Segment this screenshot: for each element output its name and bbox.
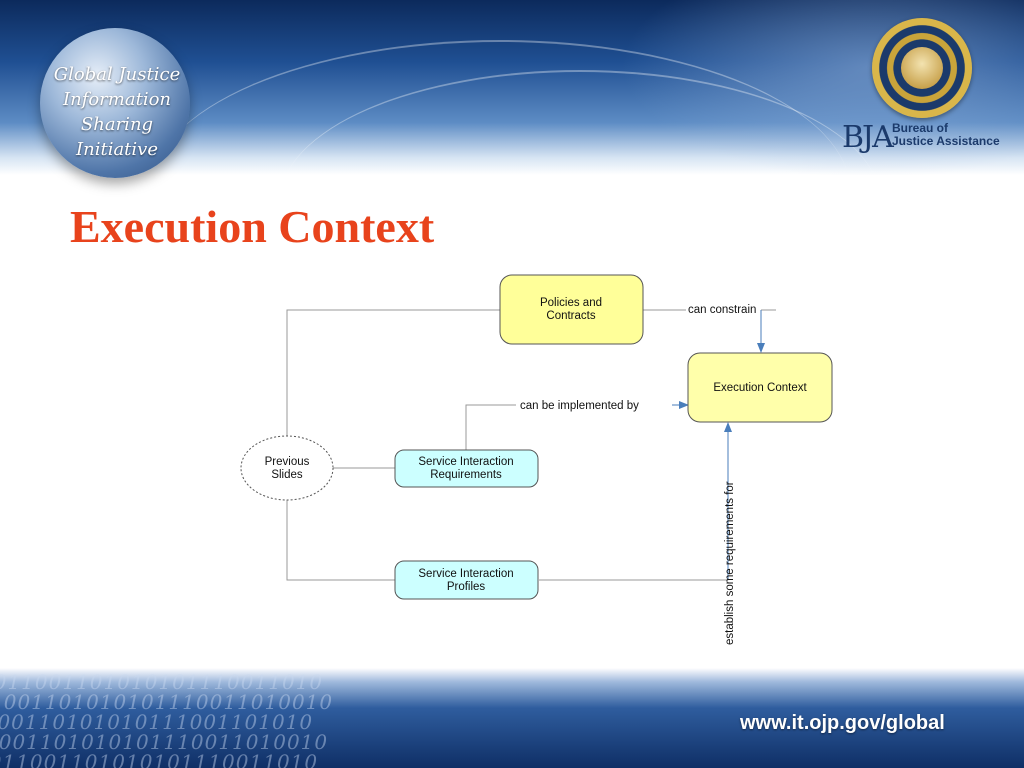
node-execution-context: Execution Context	[687, 352, 833, 423]
node-label: Previous	[265, 456, 310, 468]
node-label: Service Interaction	[418, 456, 513, 468]
node-label: Requirements	[430, 469, 502, 481]
node-label: Slides	[271, 469, 303, 481]
node-label: Service Interaction	[418, 568, 513, 580]
binary-decoration: 0100110101010111001101010	[0, 710, 314, 734]
bja-logo: BJA	[842, 120, 894, 155]
connector-previous-to-sip	[286, 500, 395, 581]
footer-banner: 1011001101010101110011010 10011010101011…	[0, 668, 1024, 768]
binary-decoration: 0001101010101110011010010	[0, 730, 329, 754]
node-service-interaction-profiles: Service Interaction Profiles	[394, 560, 539, 600]
connector-sir-to-label	[465, 404, 516, 450]
node-service-interaction-requirements: Service Interaction Requirements	[394, 449, 539, 488]
bja-name: Bureau of Justice Assistance	[892, 122, 1000, 148]
light-streak	[150, 40, 850, 175]
edge-label-establish-requirements: establish some requirements for	[724, 481, 736, 645]
initiative-line: Global Justice	[53, 64, 181, 85]
binary-decoration: 1011001101010101110011010	[0, 670, 324, 694]
edge-label-can-constrain: can constrain	[688, 304, 756, 316]
footer-url-link[interactable]: www.it.ojp.gov/global	[740, 712, 945, 734]
light-streak	[280, 70, 880, 175]
node-policies-contracts: Policies and Contracts	[499, 274, 644, 345]
node-label: Policies and	[540, 297, 602, 309]
node-label: Profiles	[447, 581, 486, 593]
node-previous-slides: Previous Slides	[240, 435, 334, 501]
bja-name-line: Bureau of	[892, 121, 949, 135]
eagle-emblem-icon	[901, 47, 943, 89]
connector-previous-to-policies	[286, 309, 500, 437]
binary-decoration: 1001101010101110011010010	[0, 690, 334, 714]
edge-label-can-be-implemented-by: can be implemented by	[520, 400, 639, 412]
globe-logo	[40, 28, 190, 178]
node-label: Contracts	[546, 310, 595, 322]
initiative-line: Sharing Initiative	[76, 114, 158, 160]
binary-decoration: 1011001101010101110011010	[0, 750, 319, 768]
page-title: Execution Context	[70, 201, 435, 252]
initiative-line: Information	[62, 89, 172, 110]
initiative-logo-text: Global Justice Information Sharing Initi…	[42, 62, 192, 162]
node-label: Execution Context	[713, 382, 807, 394]
bja-name-line: Justice Assistance	[892, 134, 1000, 148]
